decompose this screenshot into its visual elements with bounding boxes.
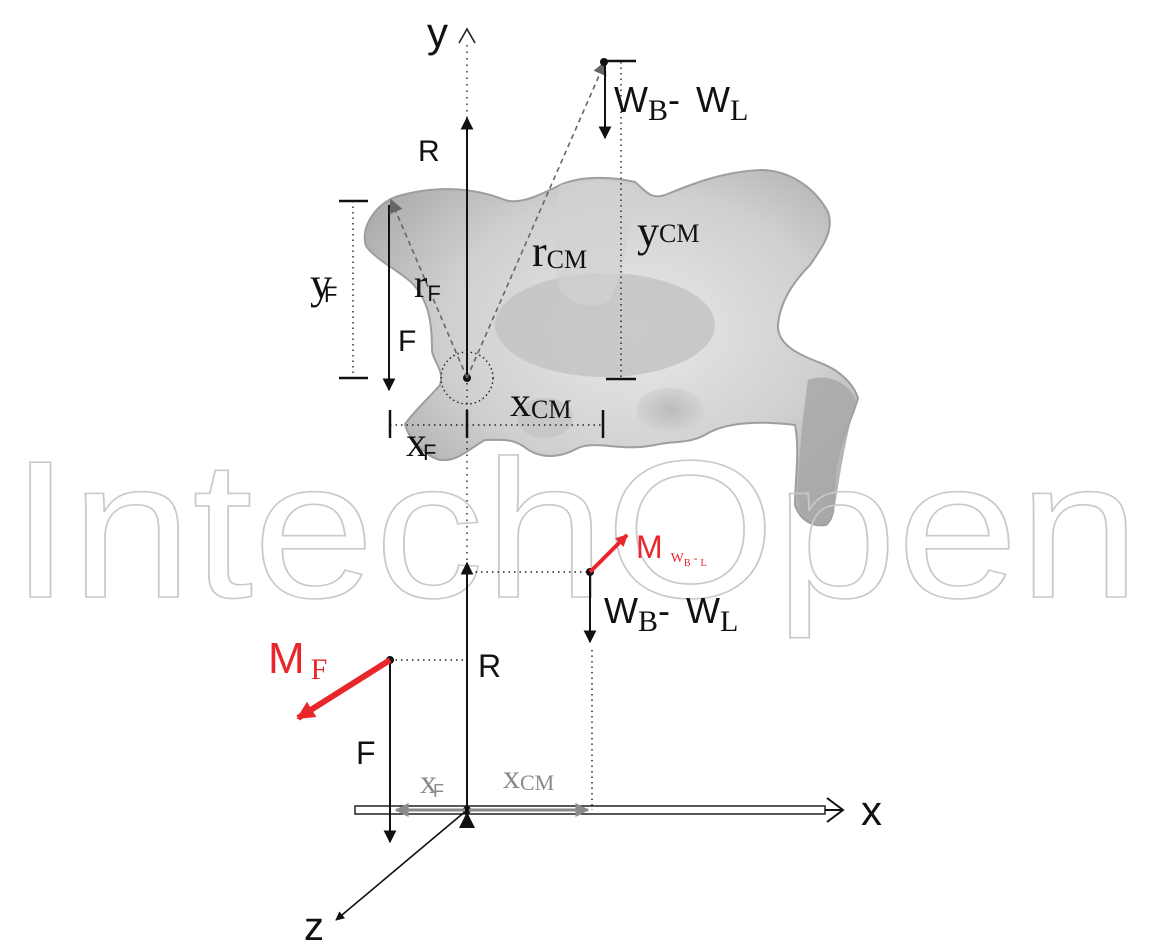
hip-joint-circle: [440, 351, 494, 405]
pelvis-bone-illustration: [363, 168, 860, 527]
x-f-label-upper: xF: [406, 420, 436, 466]
obturator-foramen-left: [517, 398, 573, 438]
watermark-text: IntechOpen: [10, 420, 1140, 639]
r-force-label-upper: R: [418, 135, 440, 168]
y-axis-arrowhead: [458, 27, 476, 44]
moment-f-arrow: [296, 657, 392, 721]
y-cm-label: yCM: [637, 207, 699, 256]
sacrum-shade: [554, 180, 635, 306]
femur-shaft: [797, 377, 856, 525]
upper-diagram: y R F rF rCM WB- WL yCM yF: [310, 9, 748, 810]
x-f-label-lower: xF: [420, 764, 444, 801]
f-force-label-upper: F: [398, 325, 416, 358]
pelvic-inlet: [495, 273, 715, 377]
f-force-label-lower: F: [356, 735, 376, 771]
origin-support-triangle: [459, 812, 475, 828]
r-cm-dashed-vector: [466, 60, 607, 379]
x-axis-label: x: [861, 787, 882, 834]
r-force-label-lower: R: [478, 648, 501, 684]
r-cm-label: rCM: [532, 227, 587, 276]
moment-wb-arrow: [588, 533, 629, 574]
x-cm-label-upper: xCM: [510, 380, 571, 426]
z-axis-label: z: [304, 905, 324, 945]
weight-label-lower: WB- WL: [604, 590, 738, 638]
weight-label-upper: WB- WL: [614, 79, 748, 127]
origin-dot: [463, 806, 471, 814]
z-axis-line: [335, 809, 468, 921]
y-f-label: yF: [310, 259, 337, 308]
obturator-foramen: [636, 388, 704, 432]
x-cm-label-lower: xCM: [503, 759, 554, 796]
r-f-label: rF: [414, 261, 441, 306]
y-axis-label: y: [427, 9, 448, 56]
